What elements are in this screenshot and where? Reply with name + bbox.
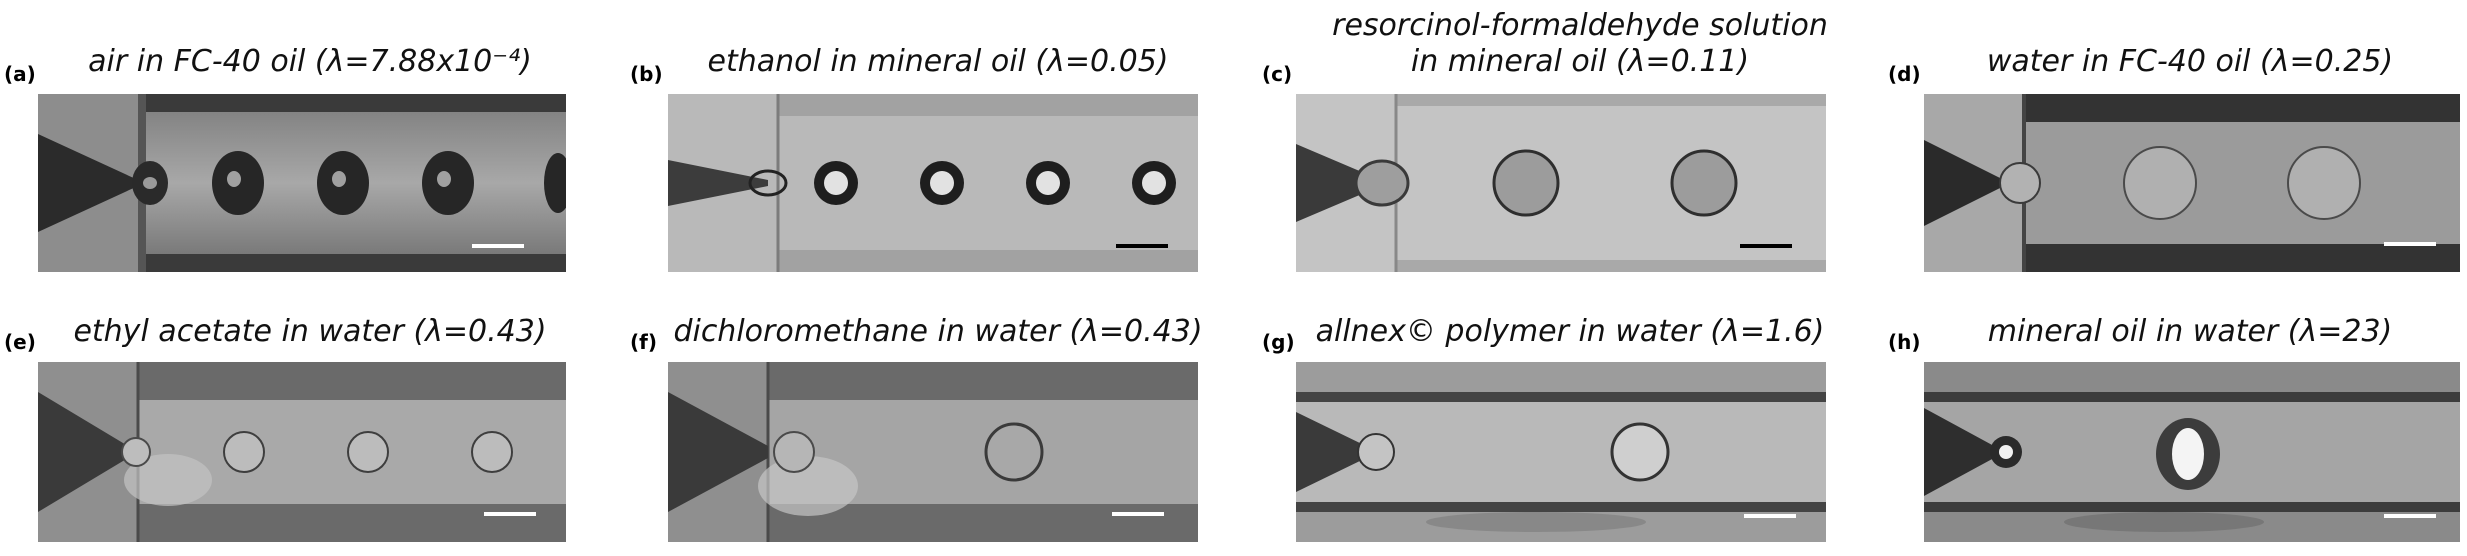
panel-caption: resorcinol-formaldehyde solution in mine…: [1300, 8, 1860, 80]
caption-line: ethyl acetate in water (λ=0.43): [73, 314, 547, 349]
scale-bar: [1740, 244, 1792, 248]
caption-line: water in FC-40 oil (λ=0.25): [1986, 44, 2394, 79]
caption-line: mineral oil in water (λ=23): [1987, 314, 2393, 349]
scale-bar: [2384, 242, 2436, 246]
panel-caption: water in FC-40 oil (λ=0.25): [1920, 44, 2460, 80]
caption-line: dichloromethane in water (λ=0.43): [673, 314, 1203, 349]
panel-letter: (b): [630, 62, 663, 86]
scale-bar: [1112, 512, 1164, 516]
panel-letter: (a): [4, 62, 36, 86]
micrograph-f: [668, 362, 1198, 542]
scale-bar: [484, 512, 536, 516]
micrograph-c: [1296, 94, 1826, 272]
caption-line: allnex© polymer in water (λ=1.6): [1315, 314, 1825, 349]
caption-line: in mineral oil (λ=0.11): [1410, 44, 1750, 79]
panel-caption: allnex© polymer in water (λ=1.6): [1300, 314, 1840, 350]
caption-line: resorcinol-formaldehyde solution: [1332, 8, 1828, 43]
micrograph-g: [1296, 362, 1826, 542]
scale-bar: [1116, 244, 1168, 248]
panel-letter: (d): [1888, 62, 1921, 86]
panel-letter: (h): [1888, 330, 1921, 354]
micrograph-b: [668, 94, 1198, 272]
panel-caption: mineral oil in water (λ=23): [1920, 314, 2460, 350]
scale-bar: [472, 244, 524, 248]
panel-caption: air in FC-40 oil (λ=7.88x10⁻⁴): [40, 44, 580, 80]
panel-letter: (c): [1262, 62, 1293, 86]
caption-line: air in FC-40 oil (λ=7.88x10⁻⁴): [88, 44, 532, 79]
micrograph-d: [1924, 94, 2460, 272]
panel-letter: (e): [4, 330, 36, 354]
caption-line: ethanol in mineral oil (λ=0.05): [707, 44, 1169, 79]
scale-bar: [2384, 514, 2436, 518]
panel-caption: ethanol in mineral oil (λ=0.05): [668, 44, 1208, 80]
micrograph-a: [38, 94, 566, 272]
panel-letter: (f): [630, 330, 657, 354]
panel-caption: dichloromethane in water (λ=0.43): [668, 314, 1208, 350]
micrograph-h: [1924, 362, 2460, 542]
panel-letter: (g): [1262, 330, 1295, 354]
scale-bar: [1744, 514, 1796, 518]
panel-caption: ethyl acetate in water (λ=0.43): [40, 314, 580, 350]
micrograph-e: [38, 362, 566, 542]
